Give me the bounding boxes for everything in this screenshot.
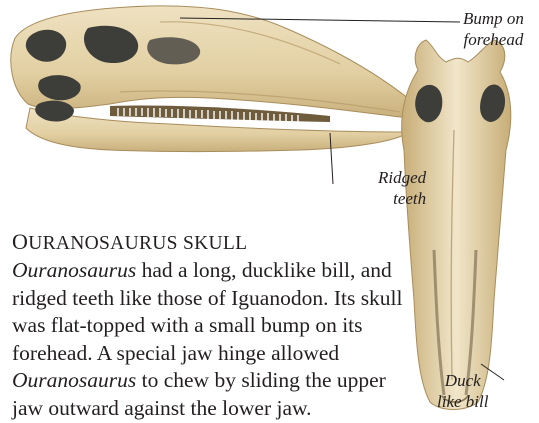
label-bump-line2: forehead	[463, 29, 524, 50]
caption-title-rest: URANOSAURUS SKULL	[28, 233, 247, 254]
label-ridged-teeth: Ridged teeth	[378, 167, 426, 209]
skull-side-view	[11, 6, 423, 152]
caption-genus-name: Ouranosaurus	[12, 258, 136, 282]
label-ridged-line1: Ridged	[378, 167, 426, 188]
label-duck-line1: Duck	[437, 370, 488, 391]
label-duck-like-bill: Duck like bill	[437, 370, 488, 412]
label-ridged-line2: teeth	[378, 188, 426, 209]
label-bump-line1: Bump on	[463, 8, 524, 29]
label-duck-line2: like bill	[437, 391, 488, 412]
caption-genus-name-2: Ouranosaurus	[12, 368, 136, 392]
caption-title: OURANOSAURUS SKULL	[12, 228, 407, 257]
label-bump-on-forehead: Bump on forehead	[463, 8, 524, 50]
caption-body: Ouranosaurus had a long, ducklike bill, …	[12, 257, 407, 423]
caption-block: OURANOSAURUS SKULL Ouranosaurus had a lo…	[12, 228, 407, 423]
caption-title-initial: O	[12, 229, 28, 254]
skull-front-view	[402, 40, 511, 410]
skull-upper	[11, 6, 423, 119]
